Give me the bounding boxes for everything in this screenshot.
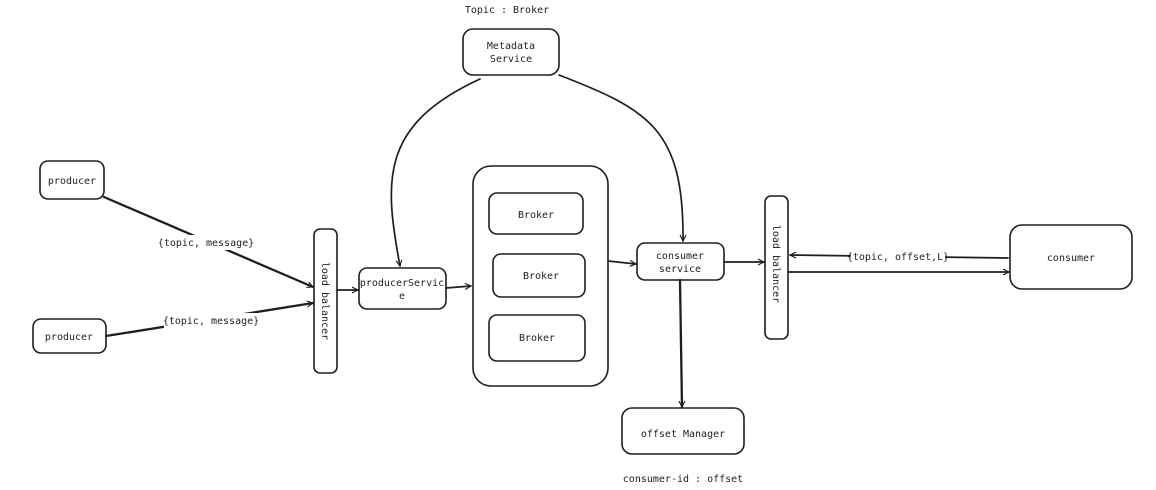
consumer-service-node[interactable]: consumer service <box>636 242 725 281</box>
metadata-service-label-line1: Metadata <box>487 41 535 52</box>
load-balancer-left-node[interactable]: load balancer <box>313 228 338 374</box>
load-balancer-right-label: load balancer <box>770 225 781 303</box>
edge-metadata-to-producer-service <box>390 78 481 267</box>
producer-service-label-line2: e <box>399 291 405 302</box>
edge-consumer-service-to-offset-manager <box>678 278 686 409</box>
offset-annotation: consumer-id : offset <box>623 474 743 485</box>
edge-label-producer-top: {topic, message} <box>158 238 254 249</box>
broker-node-1[interactable]: Broker <box>488 192 584 235</box>
consumer-label: consumer <box>1047 253 1095 264</box>
producer-top-label: producer <box>48 176 96 187</box>
broker-2-label: Broker <box>523 271 559 282</box>
metadata-annotation: Topic : Broker <box>465 5 549 16</box>
metadata-service-label-line2: Service <box>490 54 532 65</box>
edge-label-bg-1 <box>160 235 252 250</box>
producer-service-node[interactable]: producerServic e <box>358 267 447 310</box>
broker-1-label: Broker <box>518 210 554 221</box>
producer-node-bottom[interactable]: producer <box>32 318 107 354</box>
offset-manager-node[interactable]: offset Manager <box>621 407 745 455</box>
broker-3-label: Broker <box>519 333 555 344</box>
producer-service-label-line1: producerServic <box>360 278 444 289</box>
load-balancer-right-node[interactable]: load balancer <box>764 195 789 340</box>
edge-label-bg-3 <box>851 249 945 264</box>
consumer-service-label-line2: service <box>659 264 701 275</box>
edge-label-producer-bottom: {topic, message} <box>163 316 259 327</box>
edge-label-bg-2 <box>164 313 258 328</box>
offset-manager-label: offset Manager <box>641 429 725 440</box>
broker-node-3[interactable]: Broker <box>488 314 586 362</box>
metadata-service-node[interactable]: Metadata Service <box>462 28 560 76</box>
producer-node-top[interactable]: producer <box>39 160 105 200</box>
producer-bottom-label: producer <box>45 332 93 343</box>
edge-label-consumer: {topic, offset,L} <box>847 252 949 263</box>
consumer-node[interactable]: consumer <box>1009 224 1133 290</box>
edge-producer-service-to-brokers <box>445 283 472 290</box>
edge-brokers-to-consumer-service <box>607 260 637 267</box>
broker-node-2[interactable]: Broker <box>492 253 586 298</box>
load-balancer-left-label: load balancer <box>319 262 330 340</box>
consumer-service-label-line1: consumer <box>656 251 704 262</box>
edge-metadata-to-consumer-service <box>558 74 687 242</box>
